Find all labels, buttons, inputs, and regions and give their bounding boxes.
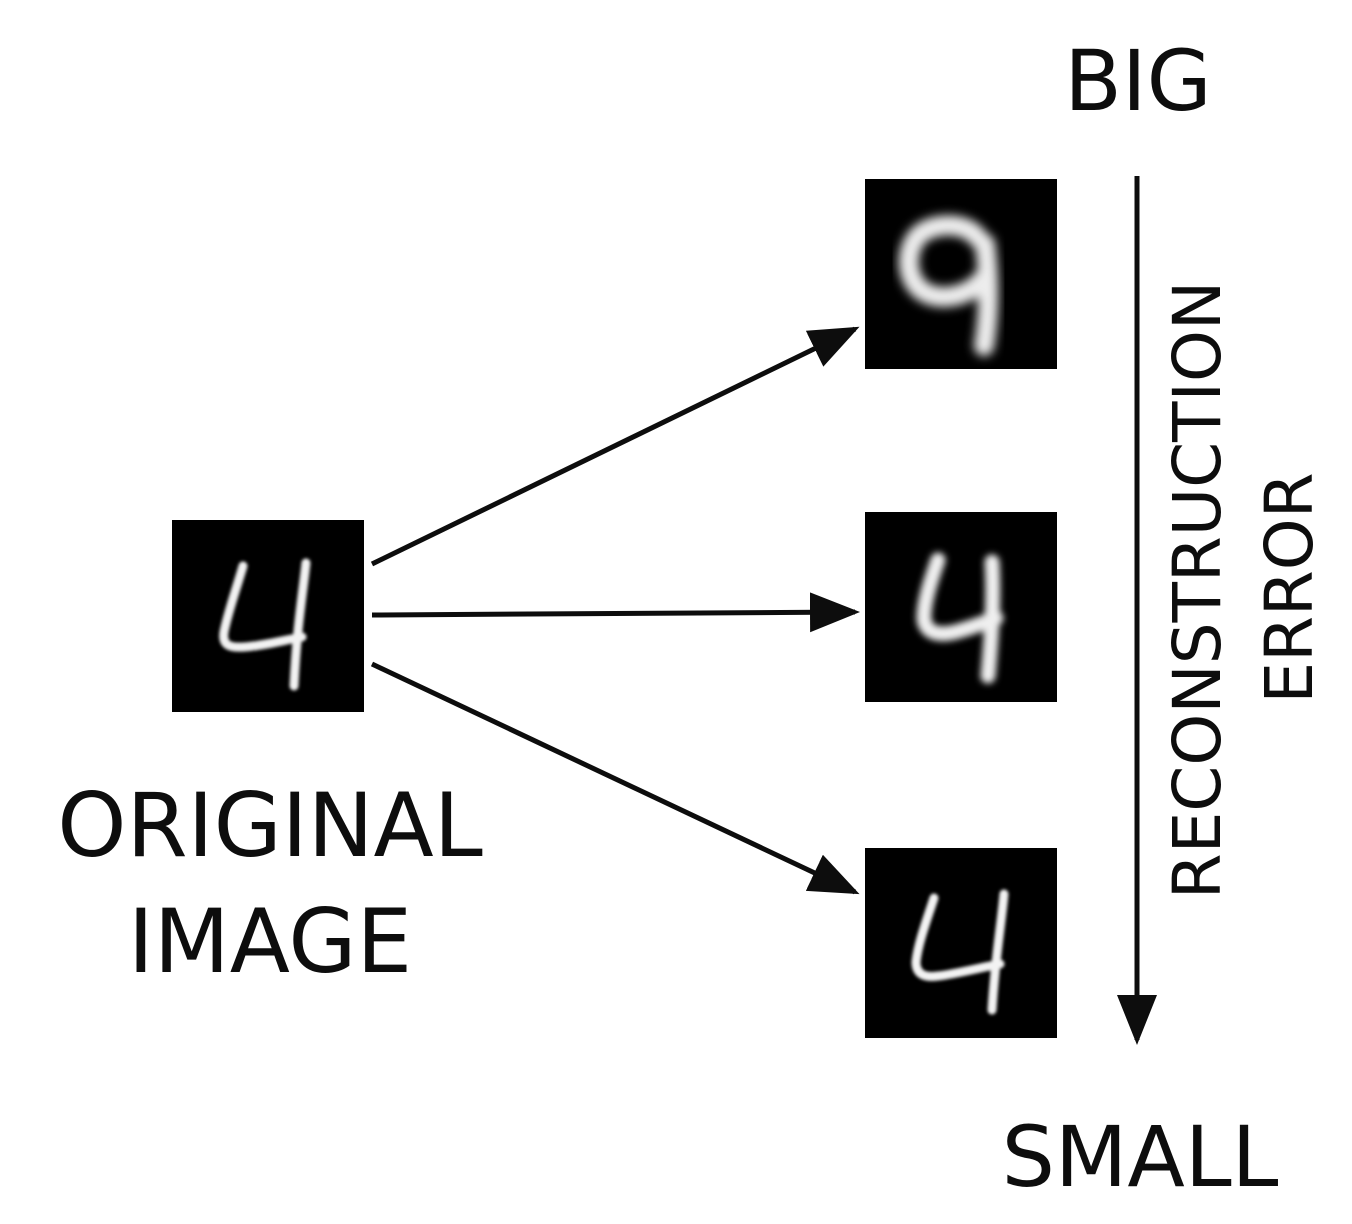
- original-digit-image: [172, 520, 364, 712]
- arrow-to-reconstruction-medium: [371, 592, 860, 633]
- original-label-line1: ORIGINAL: [57, 774, 483, 877]
- small-label: SMALL: [1002, 1108, 1279, 1206]
- reconstruction-image-small-error: [865, 848, 1057, 1038]
- axis-label-line2: ERROR: [1251, 472, 1328, 703]
- axis-label-line1: RECONSTRUCTION: [1159, 281, 1236, 900]
- big-label: BIG: [1064, 32, 1212, 130]
- reconstruction-image-big-error: [865, 179, 1057, 369]
- original-label-line2: IMAGE: [128, 890, 412, 993]
- arrow-to-reconstruction-small: [370, 661, 860, 895]
- reconstruction-image-medium-error: [865, 512, 1057, 702]
- arrow-to-reconstruction-big: [370, 326, 860, 567]
